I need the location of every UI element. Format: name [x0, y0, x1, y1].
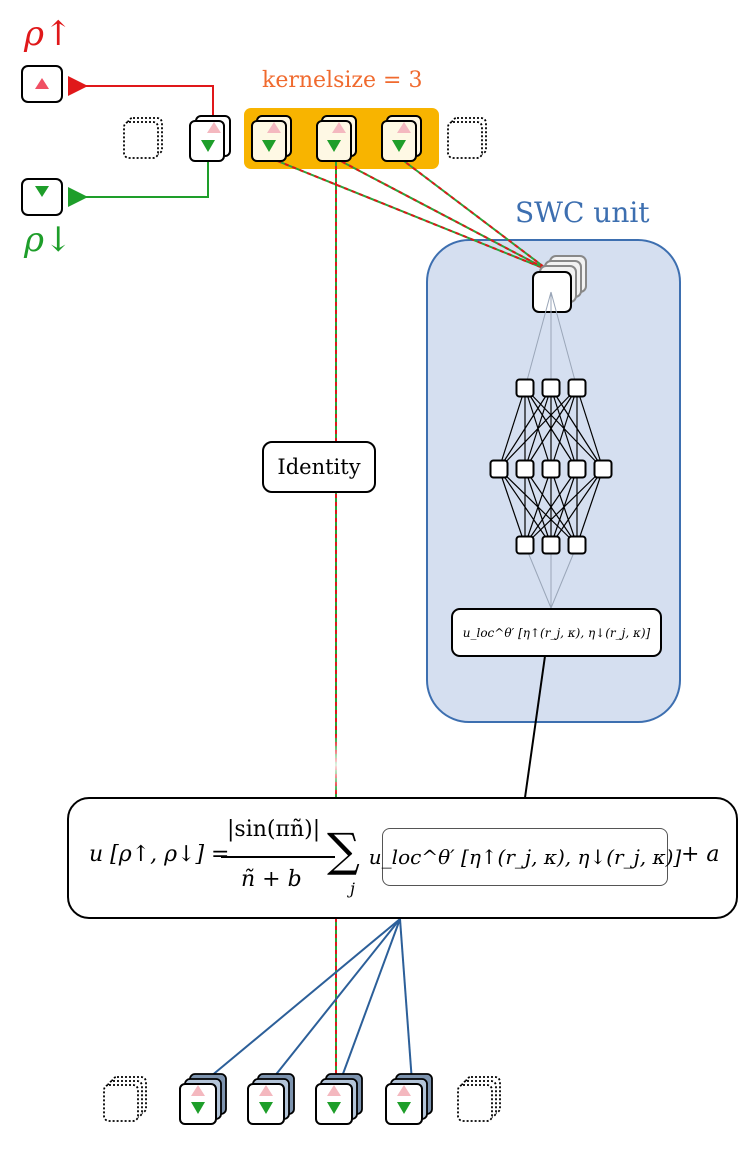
swc-output-label: u_loc^θ′ [η↑(r_j, κ), η↓(r_j, κ)] — [462, 625, 651, 640]
formula-inner-label: u_loc^θ′ [η↑(r_j, κ), η↓(r_j, κ)] — [368, 845, 682, 869]
bottom-site-padding-left — [103, 1076, 147, 1122]
sum-index: j — [350, 879, 355, 898]
nn-edge — [498, 387, 578, 470]
nn-node — [489, 459, 509, 479]
swc-unit-box — [426, 239, 681, 723]
top-site-kernel-1 — [251, 115, 292, 162]
nn-node — [515, 535, 535, 555]
nn-node — [515, 378, 535, 398]
formula-denominator: ñ + b — [241, 867, 302, 892]
nn-edge — [576, 468, 604, 546]
formula-lhs: u [ρ↑, ρ↓] = — [89, 842, 230, 867]
top-site-kernel-2 — [316, 115, 357, 162]
nn-edge — [524, 387, 578, 470]
nn-edge — [524, 468, 552, 546]
nn-edge — [550, 468, 604, 546]
swc-output-box: u_loc^θ′ [η↑(r_j, κ), η↓(r_j, κ)] — [451, 608, 662, 657]
top-site-kernel-3 — [381, 115, 422, 162]
sum-symbol: ∑ — [327, 823, 360, 877]
nn-node — [567, 459, 587, 479]
nn-edge — [550, 291, 578, 389]
nn-node — [567, 378, 587, 398]
nn-edge — [524, 291, 552, 389]
swc-neural-network — [489, 291, 613, 609]
identity-connection — [326, 158, 346, 1112]
top-site-padding-left — [123, 117, 163, 159]
functional-formula-box: u [ρ↑, ρ↓] = |sin(πñ)| ñ + b ∑ j u_loc^θ… — [67, 797, 738, 919]
nn-edge — [524, 468, 604, 546]
bottom-site-padding-right — [457, 1076, 501, 1122]
bottom-site-window-3 — [315, 1073, 363, 1125]
swc-unit-label: SWC unit — [515, 196, 650, 229]
top-site-padding-right — [447, 117, 487, 159]
bottom-site-window-4 — [385, 1073, 433, 1125]
rho-down-label: ρ↓ — [24, 220, 73, 260]
rho-up-box — [21, 65, 63, 103]
bottom-site-window-1 — [179, 1073, 227, 1125]
formula-to-window-connections — [203, 918, 413, 1083]
formula-numerator: |sin(πñ)| — [227, 817, 321, 842]
identity-box: Identity — [262, 441, 376, 493]
nn-node — [593, 459, 613, 479]
top-site-target — [189, 115, 231, 162]
identity-label: Identity — [277, 455, 361, 479]
nn-edge — [498, 387, 552, 470]
nn-node — [541, 459, 561, 479]
formula-inner-term: u_loc^θ′ [η↑(r_j, κ), η↓(r_j, κ)] — [369, 828, 681, 886]
nn-edge — [576, 387, 604, 470]
nn-node — [567, 535, 587, 555]
rho-down-box — [21, 178, 63, 216]
nn-node — [541, 378, 561, 398]
formula-tail: + a — [681, 842, 720, 867]
fraction-bar — [221, 856, 335, 858]
nn-output-edge — [524, 544, 552, 609]
spin-down-arrow — [68, 162, 209, 207]
kernel-to-swc-connections — [269, 157, 549, 271]
bottom-site-window-2 — [247, 1073, 295, 1125]
nn-output-edge — [550, 544, 578, 609]
nn-node — [515, 459, 535, 479]
swc-input-stack — [532, 255, 587, 313]
nn-edge — [498, 468, 526, 546]
nn-edge — [498, 387, 526, 470]
rho-up-label: ρ↑ — [24, 14, 73, 54]
nn-edge — [550, 387, 578, 470]
kernel-size-label: kernelsize = 3 — [262, 68, 423, 93]
nn-node — [541, 535, 561, 555]
nn-edge — [524, 468, 578, 546]
spin-up-arrow — [68, 76, 214, 116]
